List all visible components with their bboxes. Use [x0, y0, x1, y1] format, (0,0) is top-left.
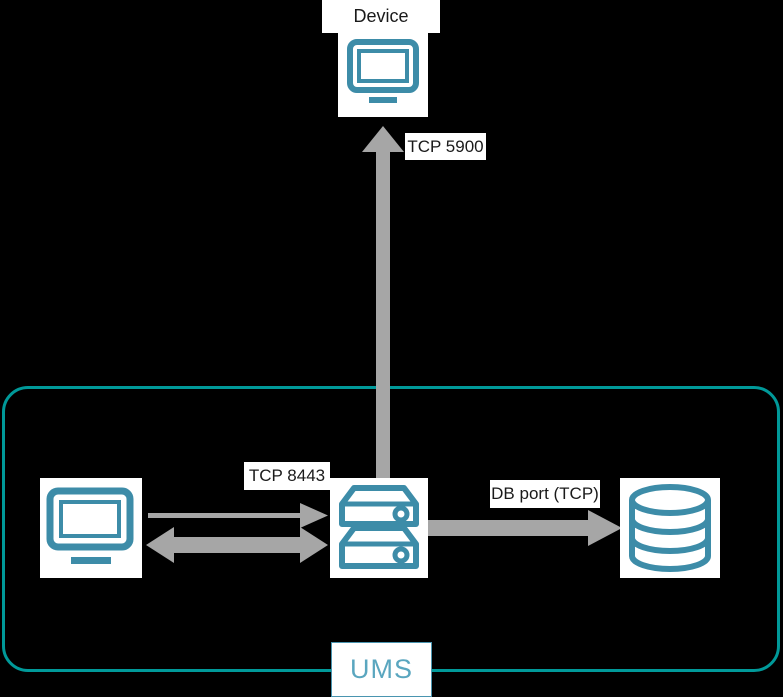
- connection-label-tcp-8443: TCP 8443: [244, 462, 330, 490]
- database-icon: [629, 484, 711, 572]
- ums-label-text: UMS: [350, 654, 413, 684]
- ums-boundary-label: UMS: [331, 642, 432, 697]
- monitor-icon: [46, 487, 134, 564]
- database-node[interactable]: [620, 478, 720, 578]
- device-node[interactable]: [338, 33, 428, 117]
- server-node[interactable]: [330, 478, 428, 578]
- connection-label-db-port: DB port (TCP): [490, 480, 600, 508]
- monitor-icon: [347, 39, 419, 103]
- connection-client-to-server-thin: [148, 503, 328, 528]
- connection-client-to-server-double: [146, 527, 328, 563]
- device-label: Device: [322, 0, 440, 33]
- server-icon: [339, 485, 419, 569]
- connection-label-tcp-5900: TCP 5900: [405, 133, 486, 160]
- connection-server-to-database: [428, 510, 622, 546]
- connection-server-to-device: [362, 126, 404, 478]
- client-node[interactable]: [40, 478, 142, 578]
